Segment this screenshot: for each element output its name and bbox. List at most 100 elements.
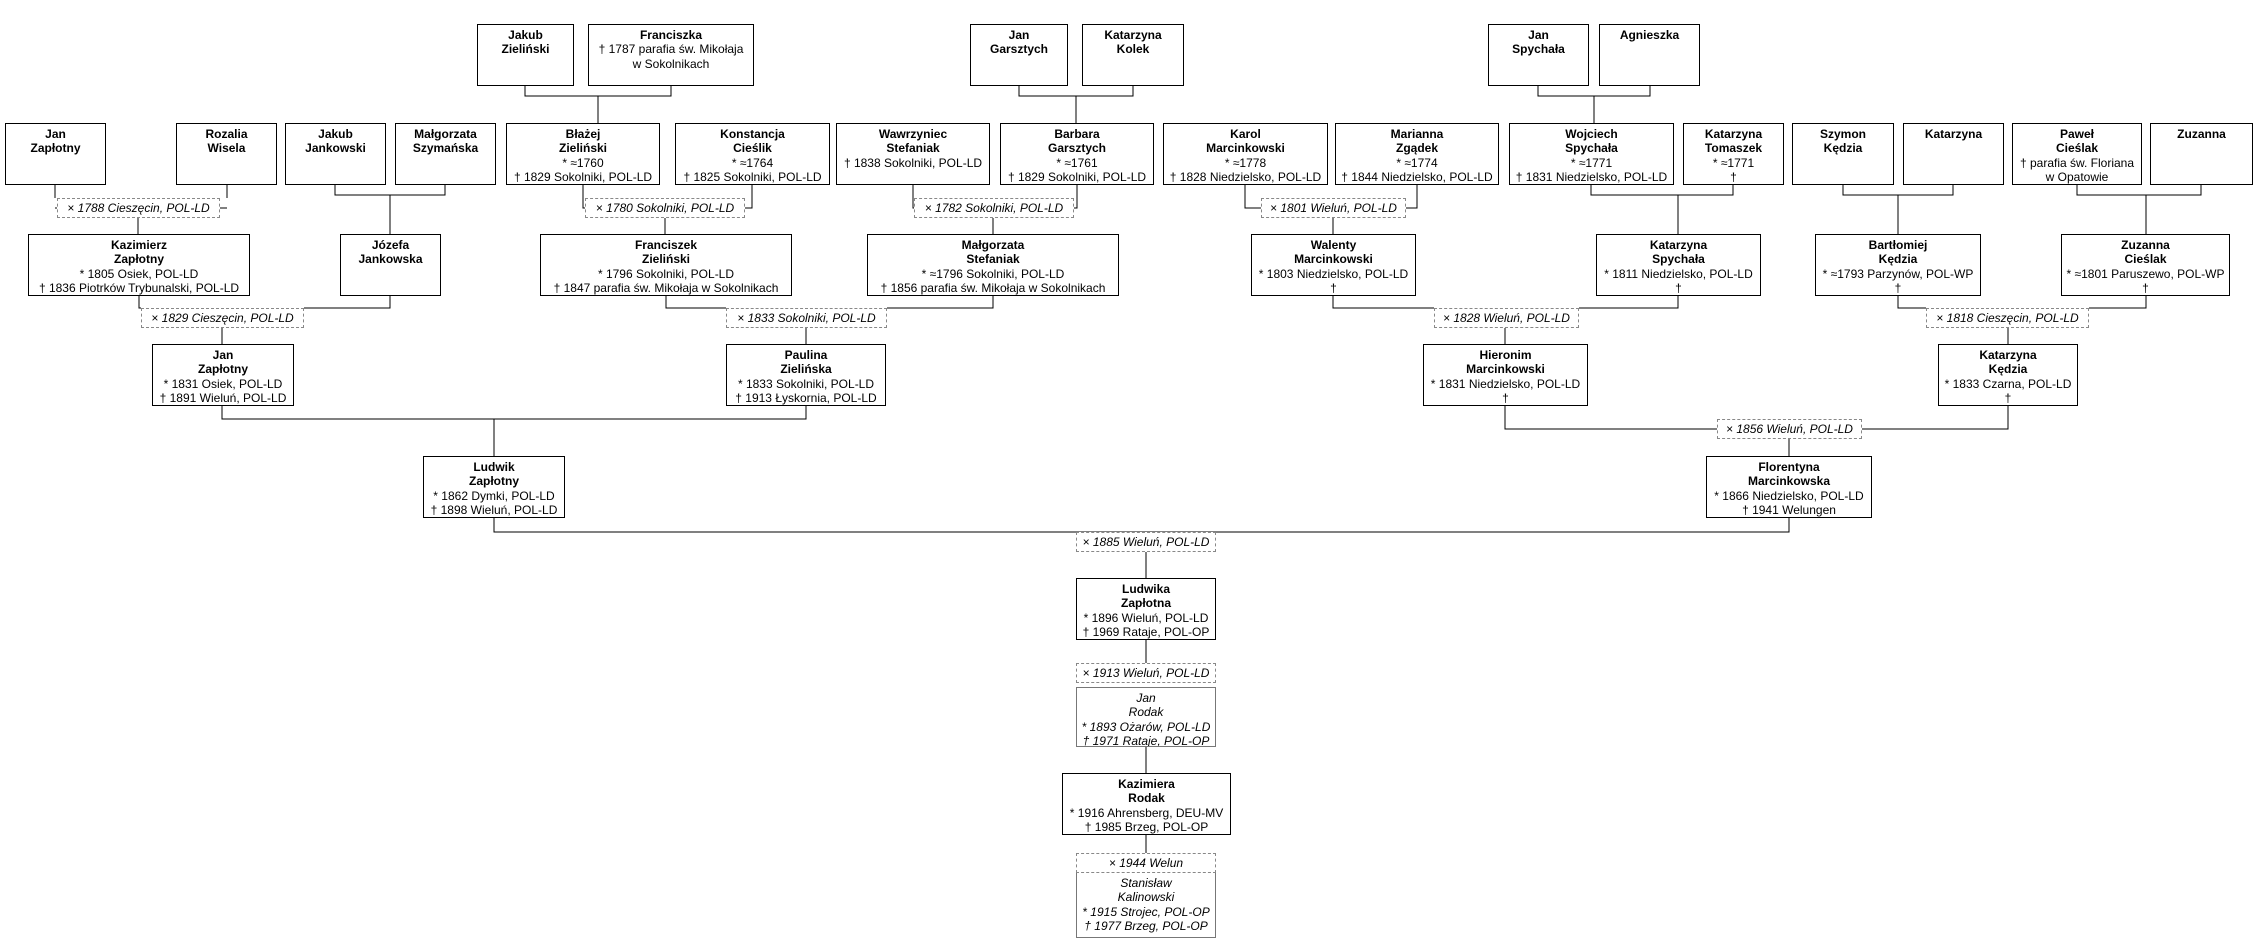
marriage-1856[interactable]: × 1856 Wieluń, POL-LD <box>1717 419 1862 439</box>
marriage-1801[interactable]: × 1801 Wieluń, POL-LD <box>1261 198 1406 218</box>
marriage-1788[interactable]: × 1788 Cieszęcin, POL-LD <box>57 198 220 218</box>
surname: Zgądek <box>1395 141 1438 156</box>
given-name: Kazimiera <box>1118 777 1175 791</box>
given-name: Walenty <box>1310 238 1357 252</box>
marriage-1913[interactable]: × 1913 Wieluń, POL-LD <box>1076 663 1216 683</box>
marriage-1829[interactable]: × 1829 Cieszęcin, POL-LD <box>141 308 304 328</box>
given-name: Jakub <box>508 28 543 42</box>
surname: Cieślak <box>2124 252 2167 267</box>
life-event: † 1971 Rataje, POL-OP <box>1082 734 1210 747</box>
life-event: * ≈1793 Parzynów, POL-WP <box>1822 266 1974 281</box>
life-event: † 1856 parafia św. Mikołaja w Sokolnikac… <box>880 281 1106 296</box>
connector-line <box>582 185 585 209</box>
marriage-1885[interactable]: × 1885 Wieluń, POL-LD <box>1076 532 1216 552</box>
connector-line <box>1018 86 1134 97</box>
life-event: * ≈1778 <box>1224 155 1267 170</box>
marriage-1828[interactable]: × 1828 Wieluń, POL-LD <box>1434 308 1579 328</box>
life-event: * 1896 Wieluń, POL-LD <box>1083 610 1209 625</box>
given-name: Małgorzata <box>414 127 477 141</box>
marriage-1780[interactable]: × 1780 Sokolniki, POL-LD <box>585 198 745 218</box>
life-event: † <box>1675 281 1682 296</box>
given-name: Karol <box>1230 127 1261 141</box>
connector-line <box>1504 406 1717 430</box>
life-event: † <box>1502 391 1509 406</box>
life-event: † 1941 Welungen <box>1742 503 1836 518</box>
given-name: Kazimierz <box>110 238 168 252</box>
surname: Szymańska <box>412 141 479 156</box>
life-event: † 1913 Łyskornia, POL-LD <box>735 391 877 406</box>
life-event: * ≈1771 <box>1712 155 1755 170</box>
marriage-1833[interactable]: × 1833 Sokolniki, POL-LD <box>726 308 887 328</box>
given-name: Zuzanna <box>2121 238 2170 252</box>
life-event: † 1847 parafia św. Mikołaja w Sokolnikac… <box>553 281 779 296</box>
marriage-1944[interactable]: × 1944 Welun <box>1076 853 1216 873</box>
given-name: Stanisław <box>1120 876 1172 890</box>
life-event: * 1833 Czarna, POL-LD <box>1944 376 2072 391</box>
life-event: † parafia św. Floriana <box>2019 155 2135 170</box>
surname: Zapłotny <box>469 474 519 489</box>
marriage-1782[interactable]: × 1782 Sokolniki, POL-LD <box>914 198 1074 218</box>
life-event: * ≈1801 Paruszewo, POL-WP <box>2066 266 2225 281</box>
given-name: Jan <box>45 127 66 141</box>
given-name: Barbara <box>1054 127 1100 141</box>
person-zuzanna-1[interactable]: Zuzanna <box>2150 123 2253 185</box>
given-name: Ludwik <box>473 460 515 474</box>
person-katarzyna-2[interactable]: Katarzyna <box>1903 123 2004 185</box>
marriage-1818[interactable]: × 1818 Cieszęcin, POL-LD <box>1926 308 2089 328</box>
life-event: * 1805 Osiek, POL-LD <box>79 266 199 281</box>
connector-line <box>887 296 994 309</box>
surname: Garsztych <box>989 42 1049 57</box>
person-agnieszka[interactable]: Agnieszka <box>1599 24 1700 86</box>
life-event: * 1916 Ahrensberg, DEU-MV <box>1069 805 1224 820</box>
connector-line <box>2089 296 2147 309</box>
connector-line <box>1579 296 1679 309</box>
life-event: † 1829 Sokolniki, POL-LD <box>1007 170 1147 185</box>
surname: Rodak <box>1128 791 1165 806</box>
given-name: Ludwika <box>1121 582 1170 596</box>
life-event: † 1844 Niedzielsko, POL-LD <box>1341 170 1493 185</box>
life-event: † <box>2004 391 2012 406</box>
life-event: * ≈1796 Sokolniki, POL-LD <box>921 266 1065 281</box>
life-event: † 1969 Rataje, POL-OP <box>1082 625 1210 640</box>
given-name: Jan <box>1136 691 1156 705</box>
life-event: † 1977 Brzeg, POL-OP <box>1084 919 1208 934</box>
given-name: Katarzyna <box>1104 28 1162 42</box>
